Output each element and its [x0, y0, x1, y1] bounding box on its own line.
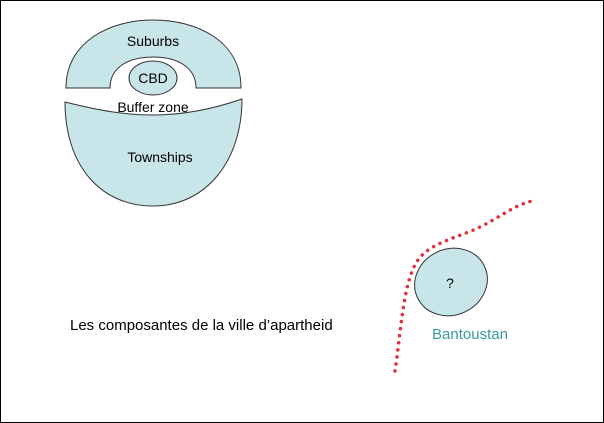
bantoustan-label: Bantoustan [432, 326, 508, 343]
cbd-label: CBD [138, 70, 168, 86]
bantoustan-marker: ? [446, 275, 454, 291]
suburbs-zone [65, 19, 242, 89]
buffer-zone-label: Buffer zone [117, 99, 189, 115]
suburbs-label: Suburbs [127, 33, 179, 49]
cbd-zone [128, 60, 178, 96]
townships-label: Townships [127, 149, 192, 165]
bantoustan-zone [414, 247, 488, 317]
townships-zone [64, 98, 243, 207]
diagram-caption: Les composantes de la ville d’apartheid [70, 317, 333, 334]
